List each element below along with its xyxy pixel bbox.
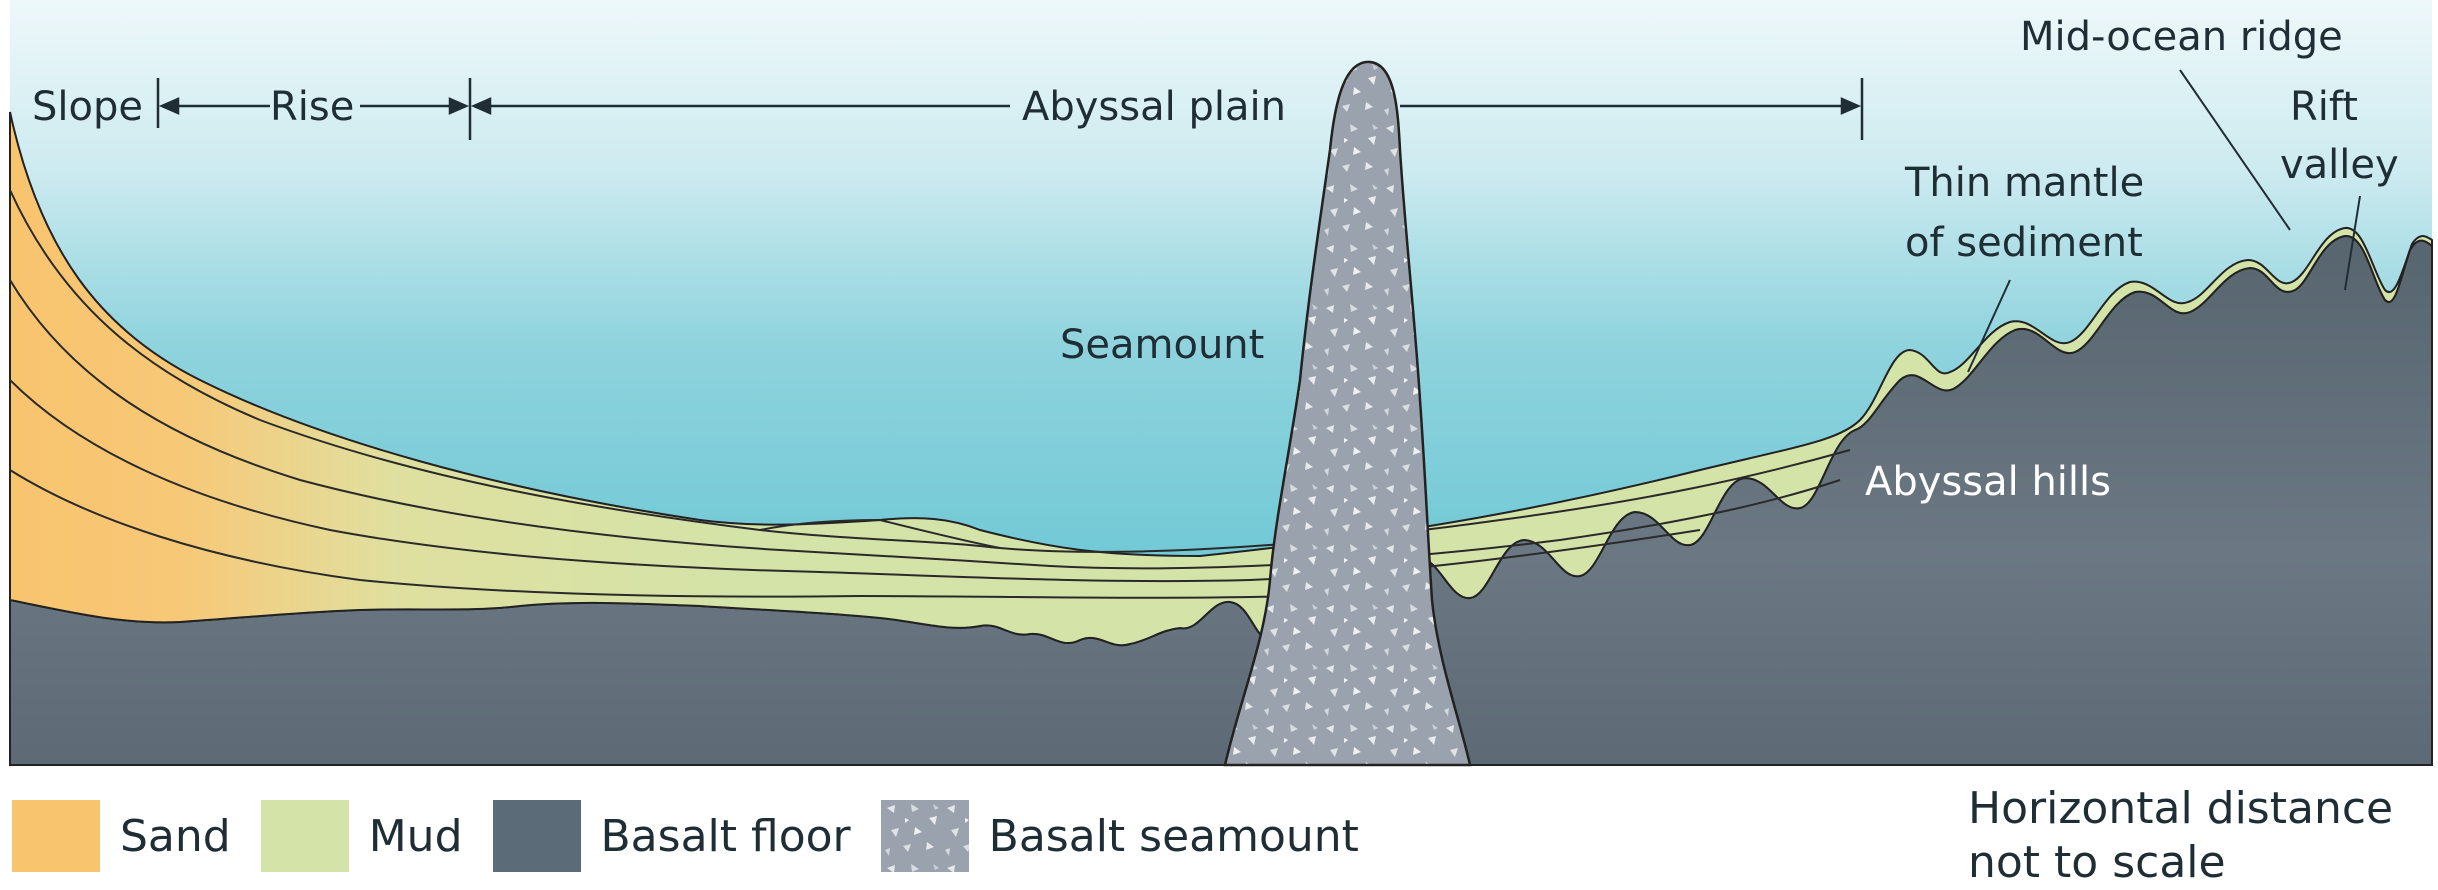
mid-ocean-ridge-label: Mid-ocean ridge — [2020, 14, 2343, 60]
legend-item-sand: Sand — [12, 800, 231, 872]
scale-note-line-1: Horizontal distance — [1968, 782, 2428, 836]
legend-label: Basalt floor — [601, 811, 851, 862]
thin-mantle-label-1: Thin mantle — [1904, 160, 2144, 206]
mud-swatch — [261, 800, 349, 872]
legend-item-basalt-floor: Basalt floor — [493, 800, 851, 872]
seamount-label: Seamount — [1060, 322, 1264, 368]
legend-item-mud: Mud — [261, 800, 463, 872]
scale-note-line-2: not to scale — [1968, 836, 2428, 890]
zone-rise-label: Rise — [270, 84, 354, 130]
sand-swatch — [12, 800, 100, 872]
legend-label: Mud — [369, 811, 463, 862]
legend: Sand Mud Basalt floor Basalt seamount — [12, 796, 1389, 876]
scale-note: Horizontal distance not to scale — [1968, 782, 2428, 890]
abyssal-hills-label: Abyssal hills — [1865, 459, 2111, 505]
legend-item-basalt-seamount: Basalt seamount — [881, 800, 1359, 872]
basalt-seamount-swatch — [881, 800, 969, 872]
legend-label: Sand — [120, 811, 231, 862]
zone-abyssal-plain-label: Abyssal plain — [1022, 84, 1286, 130]
rift-valley-label-2: valley — [2280, 142, 2399, 188]
basalt-floor-swatch — [493, 800, 581, 872]
zone-slope-label: Slope — [32, 84, 143, 130]
legend-label: Basalt seamount — [989, 811, 1359, 862]
rift-valley-label-1: Rift — [2290, 84, 2358, 130]
thin-mantle-label-2: of sediment — [1905, 220, 2143, 266]
